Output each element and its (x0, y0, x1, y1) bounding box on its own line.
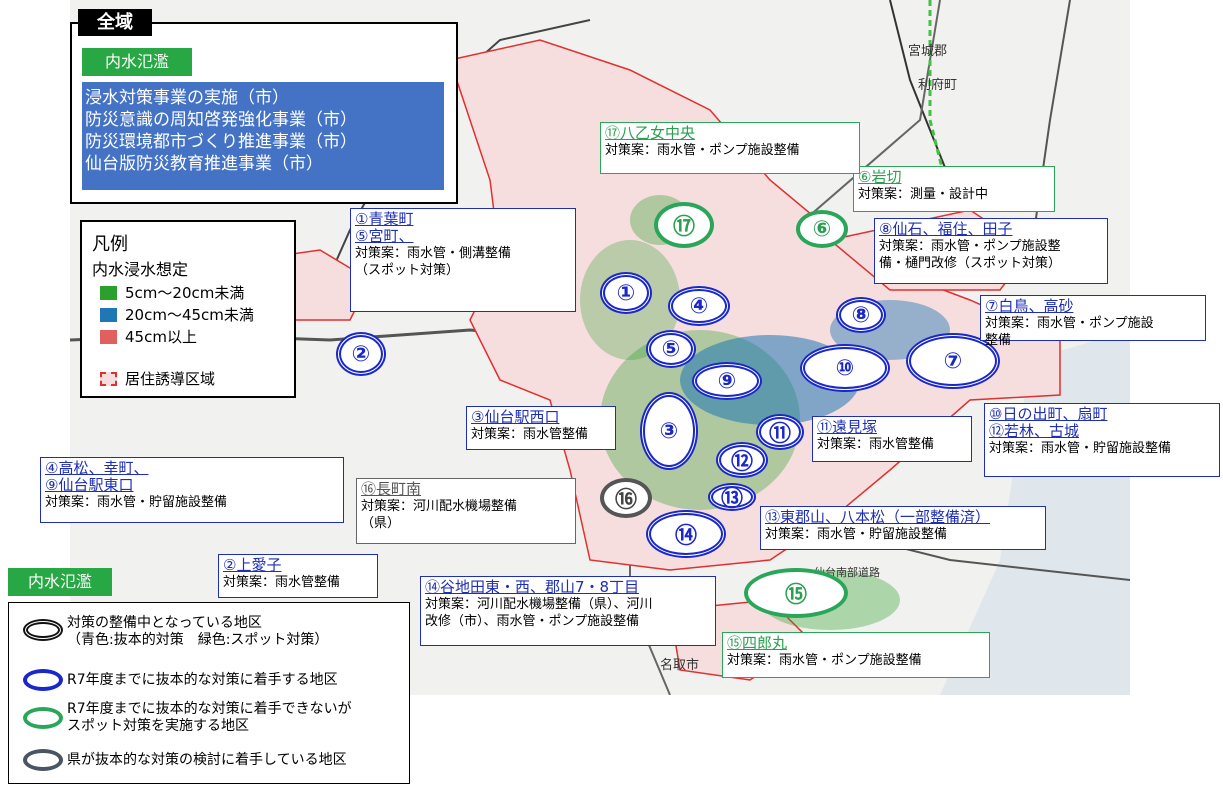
depth-legend: 凡例 内水浸水想定 5cm～20cm未満 20cm～45cm未満 45cm以上 … (80, 220, 296, 398)
area-marker-6[interactable]: ⑥ (796, 210, 848, 248)
flood-tab: 内水氾濫 (82, 48, 192, 76)
place-label-miyagi: 宮城郡 (908, 44, 948, 59)
legend-item-zone: 居住誘導区域 (100, 368, 215, 389)
area-marker-17[interactable]: ⑰ (654, 202, 714, 248)
legend-item-deep: 45cm以上 (100, 326, 197, 347)
legend-item-shallow: 5cm～20cm未満 (100, 282, 244, 303)
swatch-zone (100, 372, 117, 386)
area-marker-10[interactable]: ⑩ (800, 344, 890, 392)
area-marker-12[interactable]: ⑫ (716, 442, 768, 478)
project-item: 防災意識の周知啓発強化事業（市） (85, 110, 357, 130)
area-marker-5[interactable]: ⑤ (646, 330, 696, 368)
area-label-17: ⑰八乙女中央対策案：雨水管・ポンプ施設整備 (600, 122, 860, 174)
region-title: 全域 (78, 9, 152, 36)
area-label-2: ②上愛子対策案：雨水管整備 (218, 554, 378, 598)
marker-legend-tab: 内水氾濫 (8, 568, 112, 596)
swatch-blue (100, 308, 117, 322)
legend-title: 凡例 (92, 234, 128, 255)
legend-item-medium: 20cm～45cm未満 (100, 304, 254, 325)
legend-subtitle: 内水浸水想定 (92, 260, 189, 279)
ring-green-icon (23, 707, 63, 729)
swatch-red (100, 330, 117, 344)
area-label-11: ⑪遠見塚対策案：雨水管整備 (812, 416, 972, 462)
place-label-natori: 名取市 (660, 658, 700, 673)
coast-road (1029, 0, 1071, 261)
area-marker-14[interactable]: ⑭ (646, 510, 726, 558)
ring-gray-icon (23, 749, 63, 771)
area-label-14: ⑭谷地田東・西、郡山7・8丁目対策案：河川配水機場整備（県）、河川改修（市）、雨… (420, 576, 716, 646)
area-label-7: ⑦白鳥、高砂対策案：雨水管・ポンプ施設整備 (980, 295, 1206, 348)
area-label-16: ⑯長町南対策案：河川配水機場整備（県） (356, 478, 576, 544)
area-label-8: ⑧仙石、福住、田子対策案：雨水管・ポンプ施設整備・樋門改修（スポット対策） (874, 218, 1108, 284)
area-marker-13[interactable]: ⑬ (708, 483, 756, 512)
marker-legend-row: 対策の整備中となっている地区（青色:抜本的対策 緑色:スポット対策） (67, 615, 329, 648)
area-marker-11[interactable]: ⑪ (756, 414, 804, 450)
area-marker-16[interactable]: ⑯ (600, 478, 652, 518)
project-item: 仙台版防災教育推進事業（市） (85, 154, 323, 174)
area-marker-4[interactable]: ④ (668, 286, 730, 326)
ring-under-construction-icon (23, 619, 63, 641)
area-marker-15[interactable]: ⑮ (744, 568, 848, 618)
marker-legend-row: 県が抜本的な対策の検討に着手している地区 (67, 752, 347, 768)
project-item: 防災環境都市づくり推進事業（市） (85, 132, 357, 152)
area-label-13: ⑬東郡山、八本松（一部整備済）対策案：雨水管・貯留施設整備 (760, 506, 1046, 550)
project-list: 浸水対策事業の実施（市） 防災意識の周知啓発強化事業（市） 防災環境都市づくり推… (82, 82, 444, 190)
area-marker-8[interactable]: ⑧ (836, 297, 886, 333)
marker-legend: 対策の整備中となっている地区（青色:抜本的対策 緑色:スポット対策） R7年度ま… (8, 602, 410, 784)
area-marker-7[interactable]: ⑦ (906, 333, 1000, 389)
area-label-15: ⑮四郎丸対策案：雨水管・ポンプ施設整備 (722, 632, 990, 678)
area-label-6: ⑥岩切対策案：測量・設計中 (853, 166, 1055, 212)
ring-blue-icon (23, 669, 63, 691)
area-marker-3[interactable]: ③ (640, 392, 698, 470)
marker-legend-row: R7年度までに抜本的な対策に着手できないがスポット対策を実施する地区 (67, 701, 352, 734)
place-label-rifu: 利府町 (918, 78, 958, 93)
area-marker-1[interactable]: ① (600, 272, 652, 314)
swatch-green (100, 286, 117, 300)
area-marker-2[interactable]: ② (336, 332, 386, 376)
project-item: 浸水対策事業の実施（市） (85, 88, 289, 108)
area-label-4-9: ④高松、幸町、⑨仙台駅東口対策案：雨水管・貯留施設整備 (40, 457, 344, 523)
area-label-3: ③仙台駅西口対策案：雨水管整備 (466, 406, 616, 450)
marker-legend-row: R7年度までに抜本的な対策に着手する地区 (67, 672, 338, 688)
area-marker-9[interactable]: ⑨ (692, 362, 762, 400)
